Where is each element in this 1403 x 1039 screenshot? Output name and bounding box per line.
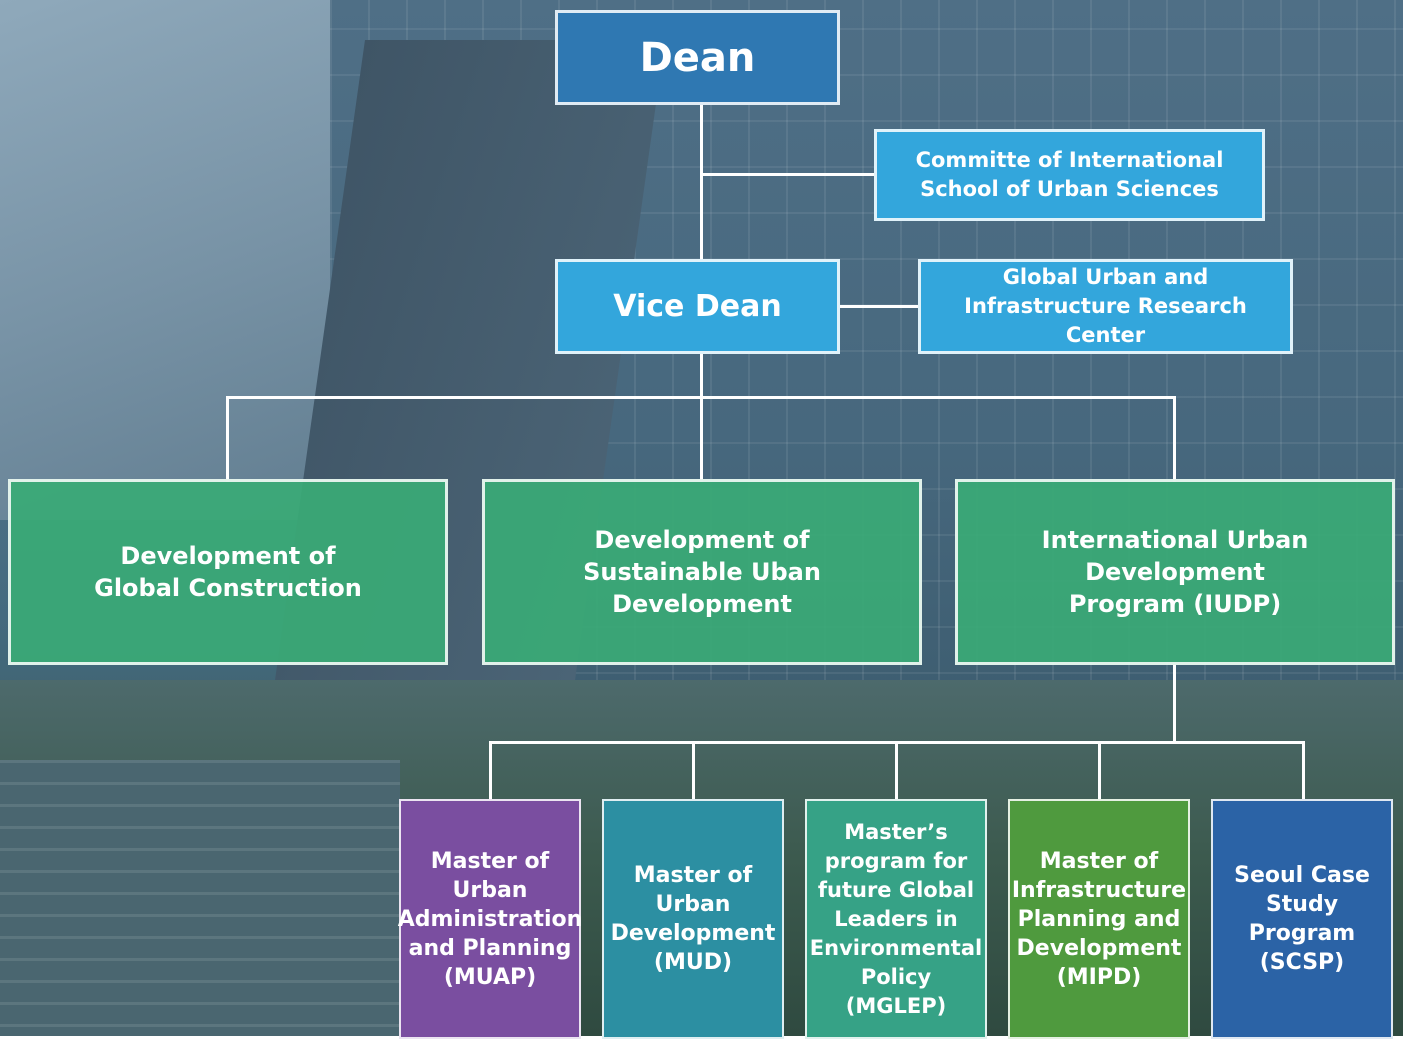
connector-iudp-down (1173, 663, 1176, 743)
connector-dean-committee (700, 173, 876, 176)
connector-dean-vice (700, 102, 703, 262)
node-program-muap: Master of Urban Administration and Plann… (398, 799, 582, 1039)
connector-dept-left (226, 396, 229, 482)
node-dean: Dean (555, 10, 840, 105)
node-program-mipd: Master of Infrastructure Planning and De… (1008, 799, 1190, 1039)
connector-vice-center (838, 305, 920, 308)
node-vice-dean: Vice Dean (555, 259, 840, 354)
node-research-center: Global Urban and Infrastructure Research… (918, 259, 1293, 354)
connector-program-1 (489, 741, 492, 801)
connector-program-2 (692, 741, 695, 801)
connector-program-5 (1302, 741, 1305, 801)
connector-dept-right (1173, 396, 1176, 482)
node-program-mglep: Master’s program for future Global Leade… (805, 799, 987, 1039)
background-stairs (0, 760, 400, 1036)
connector-program-3 (895, 741, 898, 801)
node-department-sustainable-development: Development of Sustainable Uban Developm… (482, 479, 922, 665)
node-program-scsp: Seoul Case Study Program (SCSP) (1211, 799, 1393, 1039)
connector-dept-bar (226, 396, 1176, 399)
node-department-iudp: International Urban Development Program … (955, 479, 1395, 665)
connector-vice-down (700, 352, 703, 482)
node-program-mud: Master of Urban Development (MUD) (602, 799, 784, 1039)
node-department-global-construction: Development of Global Construction (8, 479, 448, 665)
connector-program-4 (1098, 741, 1101, 801)
node-committee: Committe of International School of Urba… (874, 129, 1265, 221)
